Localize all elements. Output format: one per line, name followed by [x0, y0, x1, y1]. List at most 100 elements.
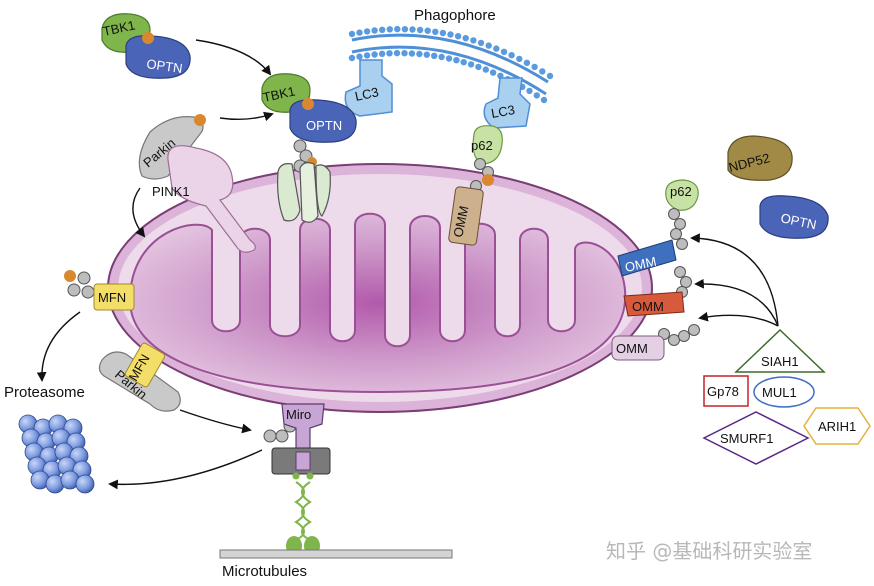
lipid-bead [378, 50, 386, 57]
mfn-left: MFN [64, 270, 135, 311]
tbk1-optn-complex-docked: TBK1 OPTN [261, 73, 357, 143]
lipid-bead [508, 52, 515, 59]
optn-top-label: OPTN [146, 56, 184, 76]
kinesin-stalk [286, 472, 320, 556]
p62-vertical-label: p62 [471, 138, 493, 153]
lipid-bead [363, 52, 371, 59]
lipid-bead [531, 63, 538, 71]
mfn-bottom: MFN [124, 342, 166, 388]
lipid-bead [539, 68, 546, 75]
arrow [195, 39, 272, 76]
phospho-icon [482, 174, 494, 186]
lipid-bead [485, 42, 492, 49]
phospho-icon [142, 32, 154, 44]
lipid-bead [408, 50, 416, 57]
lipid-bead [348, 54, 356, 62]
proteasome-subunit [75, 474, 95, 494]
smurf1: SMURF1 [702, 411, 810, 465]
phospho-icon [64, 270, 76, 282]
lipid-bead [371, 27, 378, 34]
lipid-bead [409, 26, 416, 33]
phospho-icon [194, 114, 206, 126]
lipid-bead [438, 53, 445, 61]
miro-anchor: Miro [263, 403, 331, 475]
lipid-bead [424, 27, 431, 34]
lc3-right-label: LC3 [490, 102, 516, 121]
lipid-bead [533, 92, 540, 99]
proteasome: Proteasome [4, 384, 95, 494]
phospho-icon [302, 98, 314, 110]
arih1-label: ARIH1 [818, 419, 856, 434]
lipid-bead [447, 31, 454, 38]
lipid-bead [423, 51, 430, 58]
mitochondrion-cristae [128, 212, 627, 394]
pink1: PINK1 [152, 145, 256, 253]
phagophore-lipid-beads [348, 25, 554, 104]
lc3-right: LC3 [483, 77, 531, 129]
mfn-left-label: MFN [98, 290, 126, 305]
lipid-bead [445, 55, 453, 62]
arrow [132, 187, 146, 238]
microtubule: Microtubules [219, 549, 453, 580]
lipid-bead [394, 25, 401, 33]
arrow [108, 449, 263, 490]
lipid-bead [432, 28, 439, 35]
watermark: 知乎 @基础科研实验室 [606, 539, 812, 563]
optn-free: OPTN [759, 195, 829, 239]
lipid-bead [500, 48, 508, 55]
p62-omm-vertical: p62 OMM [448, 125, 503, 246]
arrow [179, 409, 252, 434]
p62-right-label: p62 [670, 184, 692, 199]
arrow [698, 311, 779, 327]
arrow [36, 311, 81, 382]
lipid-bead [401, 50, 408, 57]
phagophore: Phagophore [348, 7, 554, 104]
tom-complex [277, 162, 331, 223]
omm-right-middle: OMM [623, 266, 692, 317]
lipid-bead [516, 55, 523, 63]
optn-docked-label: OPTN [306, 118, 342, 133]
lipid-bead [467, 61, 475, 68]
lipid-bead [453, 57, 460, 64]
lipid-bead [540, 96, 548, 104]
lipid-bead [470, 37, 477, 44]
smurf1-label: SMURF1 [720, 431, 773, 446]
lipid-bead [416, 26, 424, 34]
arrow [219, 111, 274, 122]
lipid-bead [356, 53, 363, 60]
lipid-bead [462, 35, 469, 42]
omm-right-bottom-label: OMM [616, 341, 648, 356]
mul1-label: MUL1 [762, 385, 797, 400]
lipid-bead [477, 39, 485, 47]
gp78-label: Gp78 [707, 384, 739, 399]
omm-right-middle-label: OMM [632, 299, 664, 314]
proteasome-subunits [18, 414, 95, 494]
lc3-left-label: LC3 [354, 84, 380, 104]
ndp52: NDP52 [727, 135, 793, 181]
lipid-bead [386, 50, 393, 57]
lipid-bead [546, 72, 554, 80]
gp78: Gp78 [703, 375, 749, 407]
tbk1-top-label: TBK1 [102, 18, 137, 39]
miro-label: Miro [286, 407, 311, 422]
lipid-bead [454, 33, 462, 40]
lipid-bead [439, 29, 447, 37]
arrows [36, 39, 779, 490]
lipid-bead [386, 26, 393, 33]
lipid-bead [489, 69, 497, 76]
lipid-bead [475, 63, 482, 71]
microtubules-label: Microtubules [222, 563, 307, 580]
tbk1-optn-complex-top: TBK1 OPTN [101, 13, 191, 79]
omm-vertical-label: OMM [450, 204, 471, 238]
mul1: MUL1 [753, 376, 815, 408]
arrow [694, 278, 779, 327]
lipid-bead [393, 49, 401, 57]
lipid-bead [371, 51, 378, 58]
lipid-bead [431, 52, 438, 59]
tbk1-docked-label: TBK1 [262, 84, 297, 105]
proteasome-label: Proteasome [4, 384, 85, 401]
lipid-bead [401, 26, 409, 33]
lipid-bead [416, 50, 423, 58]
siah1: SIAH1 [734, 328, 826, 373]
